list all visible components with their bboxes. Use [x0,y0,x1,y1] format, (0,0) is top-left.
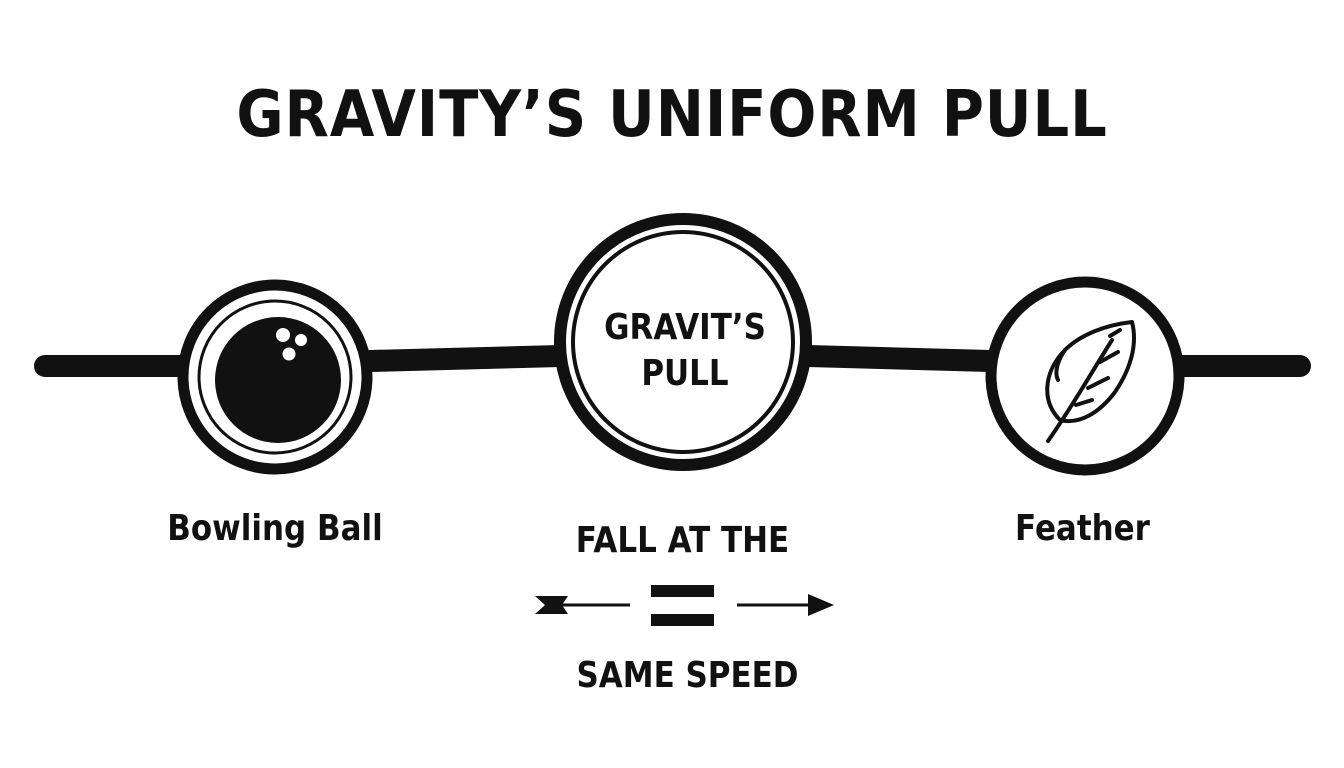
feather-icon [1045,320,1137,443]
conclusion-line2: SAME SPEED [576,655,799,696]
bowling-ball-icon [215,317,341,443]
page-title: GRAVITY’S UNIFORM PULL [236,78,1108,152]
center-label-line1: GRAVIT’S [604,307,766,348]
connector-line-center-left [359,345,571,372]
gravity-pull-node [554,213,812,471]
right-arrow-icon [737,594,834,616]
center-label: GRAVIT’S PULL [578,305,793,397]
feather-label: Feather [1015,508,1150,549]
feather-node [985,276,1185,476]
connector-line-center-right [797,345,1001,372]
bowling-ball-node [177,279,373,475]
left-arrow-icon [535,596,630,614]
equals-sign-icon [651,585,714,626]
bowling-ball-label: Bowling Ball [167,508,383,549]
center-label-line2: PULL [641,353,729,394]
conclusion-line1: FALL AT THE [575,520,790,561]
